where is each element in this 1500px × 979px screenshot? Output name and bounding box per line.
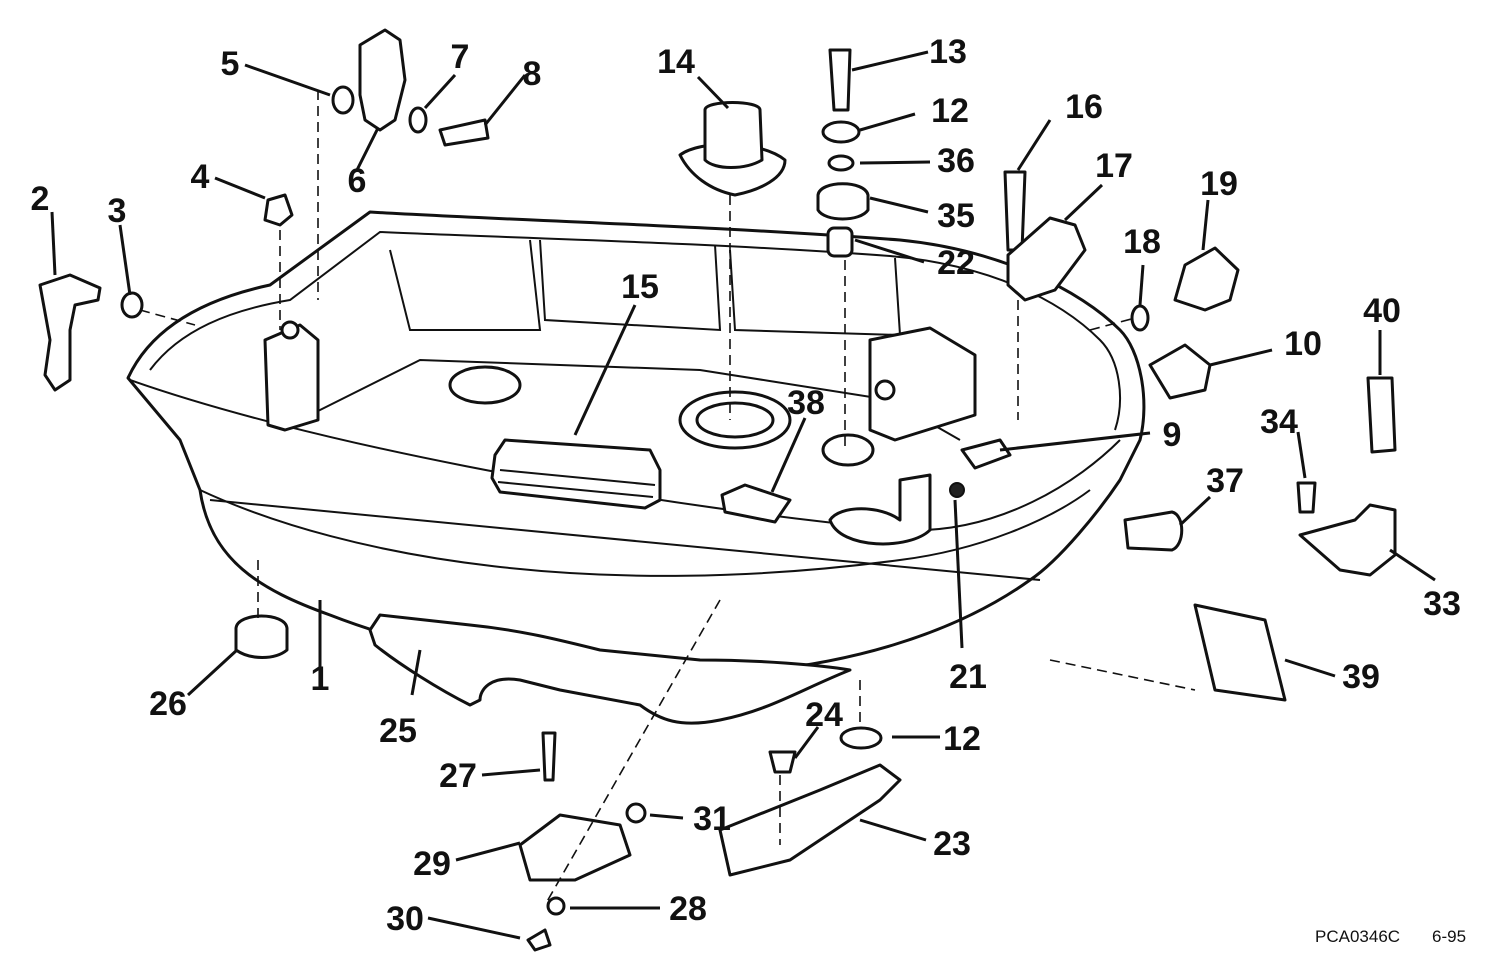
callout-10: 10: [1284, 325, 1322, 363]
callout-5: 5: [221, 45, 240, 83]
callout-13: 13: [929, 33, 967, 71]
callout-22: 22: [937, 244, 975, 282]
callout-30: 30: [386, 900, 424, 938]
loose-parts: [38, 28, 1397, 952]
callout-4: 4: [191, 158, 210, 196]
callout-27: 27: [439, 757, 477, 795]
callout-28: 28: [669, 890, 707, 928]
drawing-code: PCA0346C: [1315, 927, 1400, 946]
leader-lines: [50, 50, 1436, 940]
callout-19: 19: [1200, 165, 1238, 203]
callout-18: 18: [1123, 223, 1161, 261]
assembly-lines: [139, 90, 1196, 906]
callout-21: 21: [949, 658, 987, 696]
callout-labels: 1 2 3 4 5 6 7 8 9 10 12 12 13 14 15 16 1…: [31, 33, 1461, 938]
callout-8: 8: [523, 55, 542, 93]
callout-40: 40: [1363, 292, 1401, 330]
callout-39: 39: [1342, 658, 1380, 696]
callout-16: 16: [1065, 88, 1103, 126]
callout-3: 3: [108, 192, 127, 230]
callout-34: 34: [1260, 403, 1298, 441]
callout-12-bottom: 12: [943, 720, 981, 758]
callout-38: 38: [787, 384, 825, 422]
callout-9: 9: [1163, 416, 1182, 454]
callout-29: 29: [413, 845, 451, 883]
callout-14: 14: [657, 43, 695, 81]
revision-date: 6-95: [1432, 927, 1466, 946]
callout-12-top: 12: [931, 92, 969, 130]
callout-26: 26: [149, 685, 187, 723]
callout-23: 23: [933, 825, 971, 863]
callout-24: 24: [805, 696, 843, 734]
lower-cowl-part: [126, 210, 1146, 677]
callout-15: 15: [621, 268, 659, 306]
callout-17: 17: [1095, 147, 1133, 185]
callout-33: 33: [1423, 585, 1461, 623]
callout-25: 25: [379, 712, 417, 750]
callout-2: 2: [31, 180, 50, 218]
callout-1: 1: [311, 660, 330, 698]
callout-37: 37: [1206, 462, 1244, 500]
callout-31: 31: [693, 800, 731, 838]
callout-6: 6: [348, 162, 367, 200]
callout-7: 7: [451, 38, 470, 76]
callout-36: 36: [937, 142, 975, 180]
lower-gasket-part: [368, 613, 852, 725]
callout-35: 35: [937, 197, 975, 235]
